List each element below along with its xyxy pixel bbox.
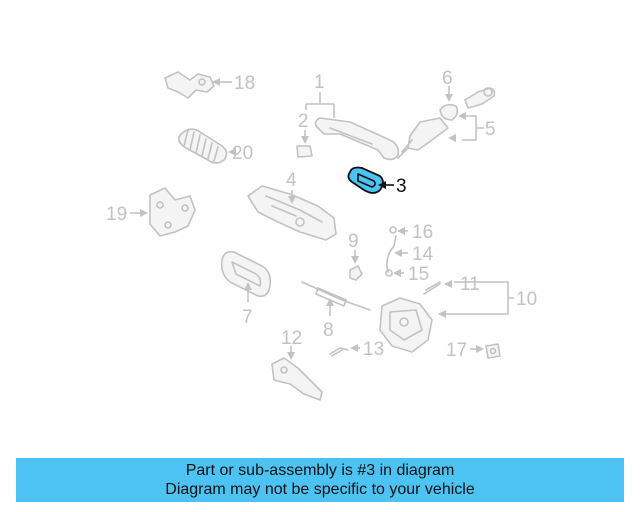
callout-7: 7: [242, 307, 253, 328]
callout-10: 10: [516, 289, 537, 310]
callout-3: 3: [396, 176, 407, 197]
part-9-clip: 9: [348, 231, 363, 281]
callout-14: 14: [412, 244, 434, 265]
callout-16: 16: [412, 222, 433, 243]
part-11-clip: 11: [423, 274, 480, 295]
callout-1: 1: [314, 72, 325, 93]
part-5-lock-cylinder: 5: [397, 112, 496, 159]
part-15-clip: 15: [393, 264, 429, 285]
callout-8: 8: [323, 320, 334, 341]
part-20-boot: 20: [178, 128, 253, 164]
banner-line-2: Diagram may not be specific to your vehi…: [165, 481, 475, 498]
part-14-rod: 14: [385, 226, 434, 277]
part-8-rod: 8: [301, 281, 371, 341]
part-7-inside-handle: 7: [220, 250, 272, 328]
part-2-handle-pad: 2: [296, 111, 313, 158]
callout-12: 12: [281, 328, 302, 349]
callout-9: 9: [348, 231, 359, 252]
part-3-handle-gasket-highlighted: 3: [347, 166, 407, 197]
callout-18: 18: [234, 73, 255, 94]
part-4-handle-frame: 4: [247, 170, 337, 241]
banner-line-1: Part or sub-assembly is #3 in diagram: [185, 462, 455, 479]
callout-5: 5: [485, 119, 496, 140]
callout-11: 11: [460, 274, 480, 295]
part-17-bracket: 17: [446, 340, 501, 361]
parts-diagram: 18 20 19 1 2 3: [106, 68, 537, 401]
part-10-lock-actuator: 10: [379, 281, 537, 353]
callout-15: 15: [408, 264, 429, 285]
info-banner: Part or sub-assembly is #3 in diagram Di…: [16, 458, 624, 502]
callout-6: 6: [442, 68, 453, 89]
callout-2: 2: [298, 111, 309, 132]
part-12-hinge: 12: [271, 328, 323, 401]
callout-13: 13: [363, 339, 384, 360]
part-6-key: 6: [439, 68, 496, 121]
part-18-hinge-bracket: 18: [164, 71, 255, 99]
part-19-bracket: 19: [106, 187, 196, 237]
callout-17: 17: [446, 340, 467, 361]
callout-19: 19: [106, 204, 127, 225]
part-13-link: 13: [329, 339, 384, 360]
part-16-clip: 16: [397, 222, 433, 243]
part-1-outside-handle: 1: [305, 72, 400, 161]
callout-4: 4: [286, 170, 297, 191]
callout-20: 20: [232, 143, 253, 164]
